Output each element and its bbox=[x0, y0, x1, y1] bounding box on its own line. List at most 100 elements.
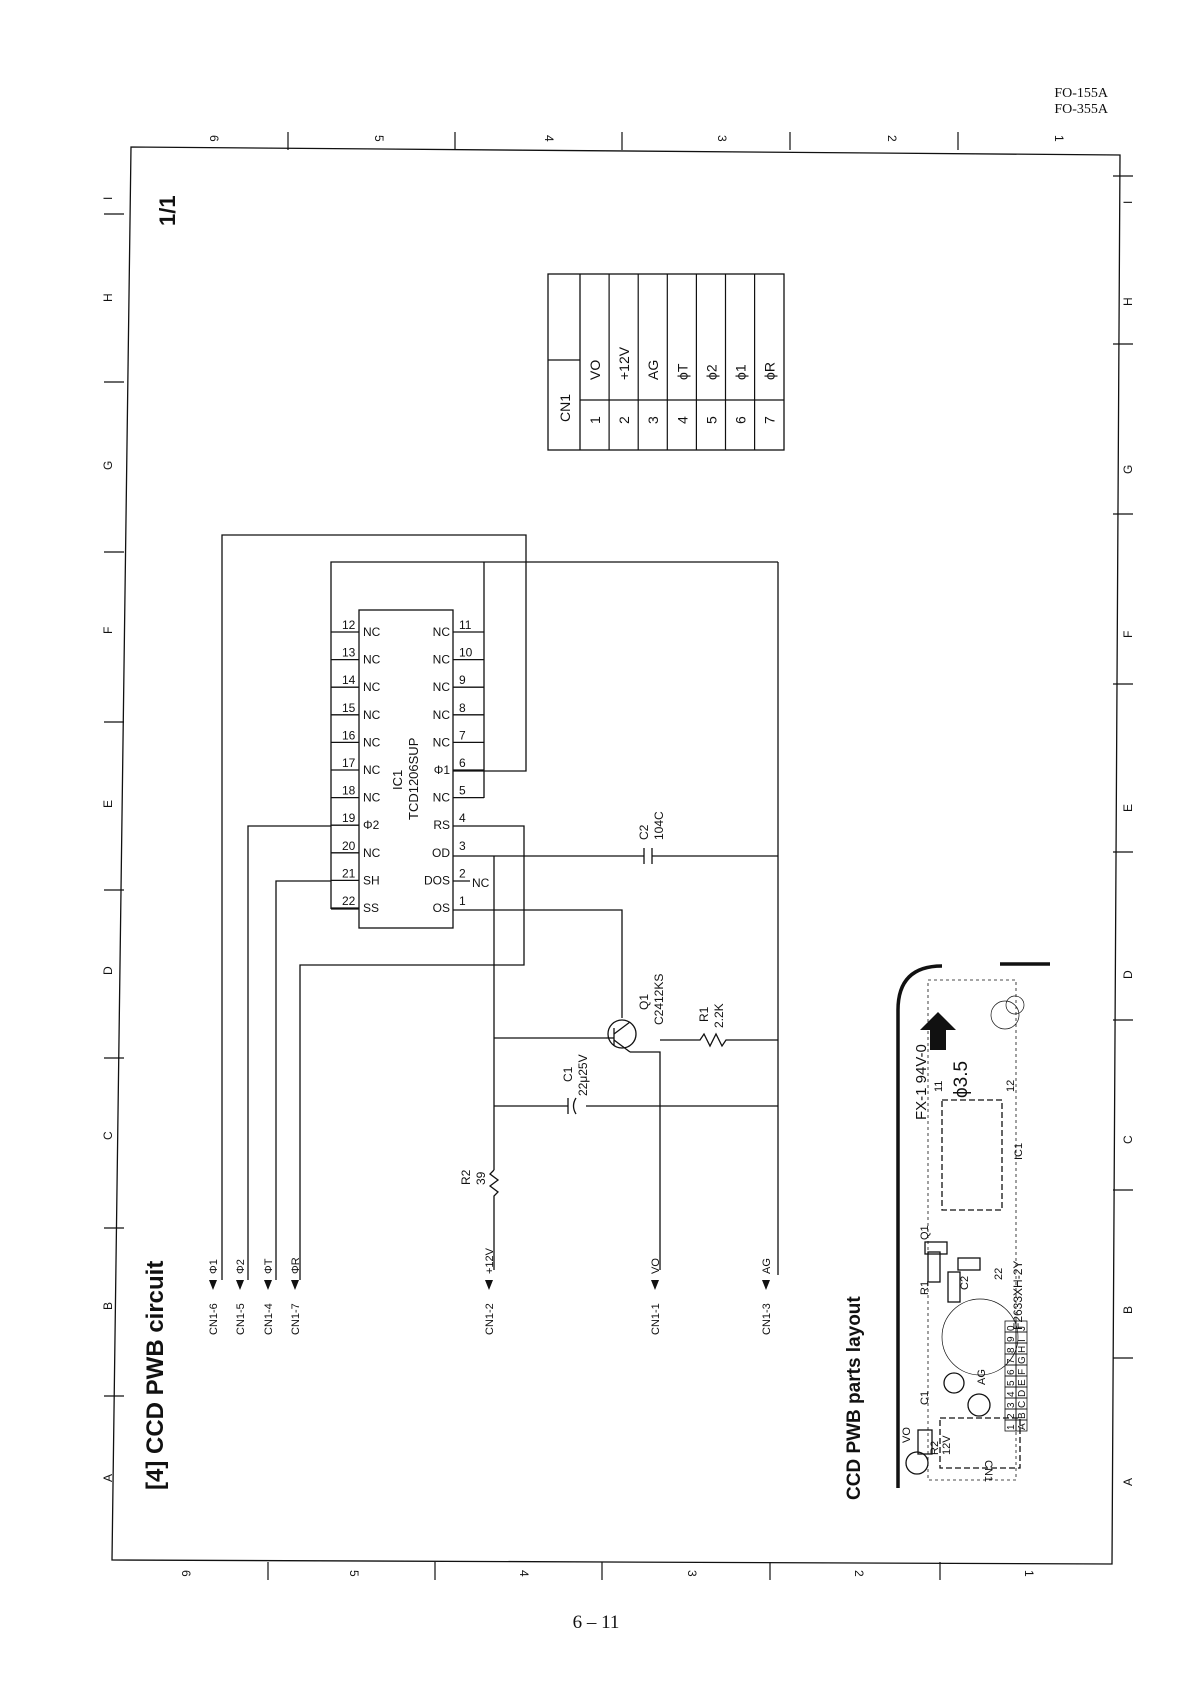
cn1-pin: 6 bbox=[733, 416, 749, 424]
frame-row-label-right: I bbox=[1121, 201, 1135, 204]
ic-pin-name: NC bbox=[433, 653, 451, 667]
r2-ref: R2 bbox=[459, 1169, 473, 1185]
connector-arrow-icon bbox=[236, 1280, 244, 1290]
pwb-label-c1: C1 bbox=[919, 1391, 931, 1405]
ic-pin-number: 15 bbox=[342, 701, 356, 715]
model-number-1: FO-155A bbox=[1054, 86, 1108, 101]
frame-row-label-right: G bbox=[1121, 465, 1135, 474]
pwb-layout: FX-1 94V-0 ϕ3.5 F2633XH-2Y VO 12V R2 C1 … bbox=[901, 1044, 1028, 1482]
connector-arrow-icon bbox=[209, 1280, 217, 1290]
ic-pin-number: 6 bbox=[459, 756, 466, 770]
cn1-pin: 2 bbox=[616, 416, 632, 424]
r2-value: 39 bbox=[474, 1171, 488, 1185]
connector-id: CN1-3 bbox=[761, 1303, 773, 1335]
ic-pin-name: NC bbox=[363, 680, 381, 694]
ic-pin-number: 1 bbox=[459, 894, 466, 908]
grid-number: 7 bbox=[1006, 1358, 1017, 1364]
q1-ref: Q1 bbox=[637, 994, 651, 1010]
model-number-2: FO-355A bbox=[1054, 102, 1108, 117]
frame-row-label-left: E bbox=[101, 800, 115, 808]
connector-arrow-icon bbox=[762, 1280, 770, 1290]
ic-pin-name: Φ1 bbox=[434, 763, 451, 777]
cn1-signal: ϕ2 bbox=[703, 364, 719, 380]
cn1-signal: ϕR bbox=[762, 362, 778, 380]
connector-signal: +12V bbox=[484, 1247, 496, 1274]
ic-pin-name: SS bbox=[363, 901, 379, 915]
frame-col-label-bottom: 6 bbox=[179, 1570, 193, 1577]
model-header: FO-155A FO-355A bbox=[1054, 86, 1108, 118]
ic-pin-number: 18 bbox=[342, 784, 356, 798]
cn1-table bbox=[547, 273, 785, 451]
frame-col-label-bottom: 2 bbox=[852, 1570, 866, 1577]
connector-id: CN1-7 bbox=[290, 1303, 302, 1335]
frame-row-label-right: B bbox=[1121, 1306, 1135, 1314]
grid-letter: B bbox=[1017, 1412, 1028, 1419]
layout-title: CCD PWB parts layout bbox=[844, 1296, 865, 1500]
connector-id: CN1-5 bbox=[235, 1303, 247, 1335]
ic-pin-number: 7 bbox=[459, 728, 466, 742]
connector-signal: ΦR bbox=[290, 1257, 302, 1274]
connector-signal: Φ1 bbox=[208, 1259, 220, 1274]
ic-pin-name: SH bbox=[363, 873, 380, 887]
circuit-title: [4] CCD PWB circuit bbox=[142, 1261, 169, 1490]
ic-pin-number: 12 bbox=[342, 618, 356, 632]
grid-letter: I bbox=[1017, 1339, 1028, 1342]
cn1-signal: AG bbox=[645, 360, 661, 380]
pwb-label-ic1: IC1 bbox=[1013, 1143, 1025, 1160]
connector-signal: AG bbox=[761, 1258, 773, 1274]
frame-col-label-bottom: 5 bbox=[347, 1570, 361, 1577]
ic-pin-name: OD bbox=[432, 846, 450, 860]
sheet-number: 1/1 bbox=[155, 195, 180, 226]
grid-number: 3 bbox=[1006, 1402, 1017, 1408]
ic-pin-name: NC bbox=[363, 763, 381, 777]
grid-number: 4 bbox=[1006, 1391, 1017, 1397]
ic-pin-number: 16 bbox=[342, 728, 356, 742]
frame-col-label-top: 6 bbox=[207, 135, 221, 142]
frame-row-label-right: E bbox=[1121, 804, 1135, 812]
ic-pin-number: 5 bbox=[459, 784, 466, 798]
ic-body bbox=[358, 609, 454, 929]
pwb-label-cn1: CN1 bbox=[982, 1460, 994, 1482]
grid-letter: H bbox=[1017, 1346, 1028, 1353]
grid-number: 5 bbox=[1006, 1380, 1017, 1386]
ic-pin-number: 3 bbox=[459, 839, 466, 853]
grid-number: 8 bbox=[1006, 1347, 1017, 1353]
frame-marks bbox=[104, 132, 1133, 1580]
c1-value: 22μ25V bbox=[576, 1054, 590, 1096]
grid-letter: D bbox=[1017, 1390, 1028, 1397]
ic-pin-name: NC bbox=[363, 846, 381, 860]
ic-pin-name: NC bbox=[433, 680, 451, 694]
page-number: 6 – 11 bbox=[572, 1612, 620, 1633]
frame-row-label-left: D bbox=[101, 966, 115, 975]
ic-pin-number: 10 bbox=[459, 646, 473, 660]
ic-pin-name: OS bbox=[433, 901, 450, 915]
r1-ref: R1 bbox=[697, 1006, 711, 1022]
pwb-label-vo: VO bbox=[901, 1427, 913, 1443]
ic-pin-name: NC bbox=[363, 653, 381, 667]
connector-terminals: CN1-6Φ1CN1-5Φ2CN1-4ΦTCN1-7ΦRCN1-2+12VCN1… bbox=[208, 1247, 773, 1335]
pwb-label-pin12: 12 bbox=[1005, 1080, 1017, 1092]
frame-col-label-top: 1 bbox=[1052, 135, 1066, 142]
connector-id: CN1-2 bbox=[484, 1303, 496, 1335]
frame-col-label-bottom: 3 bbox=[685, 1570, 699, 1577]
connector-signal: Φ2 bbox=[235, 1259, 247, 1274]
connector-id: CN1-6 bbox=[208, 1303, 220, 1335]
grid-number: 1 bbox=[1006, 1424, 1017, 1430]
c2-ref: C2 bbox=[637, 824, 651, 840]
frame-row-label-left: G bbox=[101, 461, 115, 470]
cn1-pin: 4 bbox=[674, 416, 690, 424]
cn1-pin: 7 bbox=[762, 416, 778, 424]
frame-col-label-bottom: 1 bbox=[1022, 1570, 1036, 1577]
connector-arrow-icon bbox=[264, 1280, 272, 1290]
ic-pin-number: 2 bbox=[459, 866, 466, 880]
ic-pin-name: NC bbox=[363, 625, 381, 639]
ic-pin-number: 4 bbox=[459, 811, 466, 825]
frame-col-label-top: 3 bbox=[715, 135, 729, 142]
cn1-table-header: CN1 bbox=[557, 394, 573, 422]
grid-letter: J bbox=[1017, 1326, 1028, 1331]
frame-row-label-right: C bbox=[1121, 1135, 1135, 1144]
frame-row-label-right: H bbox=[1121, 297, 1135, 306]
grid-letter: C bbox=[1017, 1401, 1028, 1408]
